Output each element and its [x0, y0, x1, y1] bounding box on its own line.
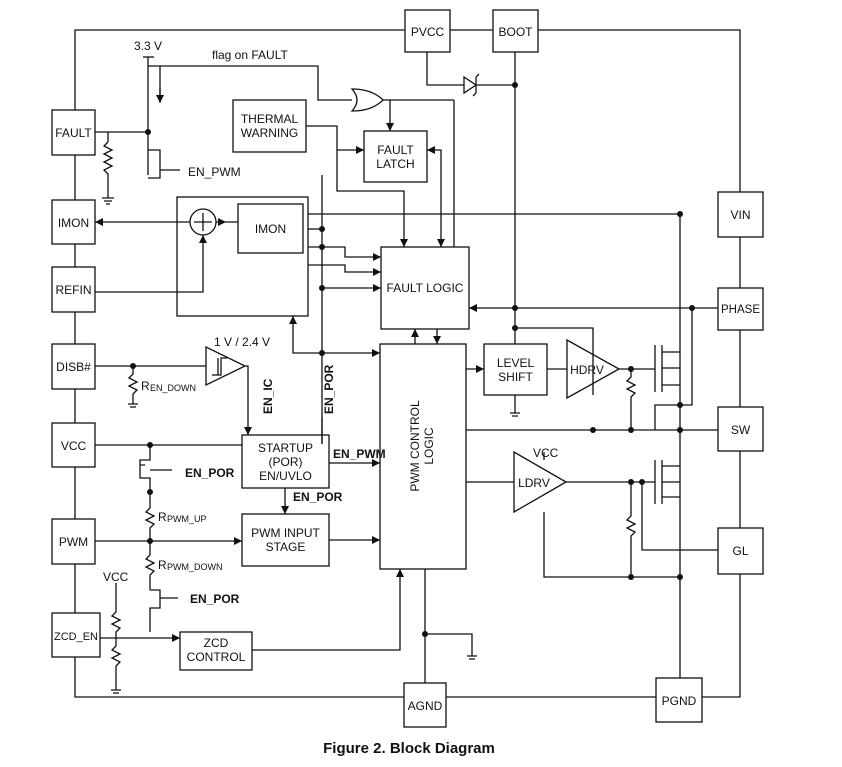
- pin-zcd-en: ZCD_EN: [51, 612, 101, 658]
- svg-text:VIN: VIN: [730, 208, 750, 222]
- imon-amplifier-block: IMON: [237, 203, 304, 254]
- svg-text:EN_POR: EN_POR: [293, 490, 343, 504]
- pin-vcc: VCC: [51, 422, 96, 468]
- pin-imon: IMON: [51, 199, 96, 245]
- svg-text:flag on FAULT: flag on FAULT: [212, 48, 288, 62]
- svg-text:ZCD_EN: ZCD_EN: [54, 631, 98, 643]
- svg-text:ZCD: ZCD: [204, 636, 229, 650]
- svg-text:STARTUP: STARTUP: [258, 441, 313, 455]
- arrowheads: [95, 95, 484, 642]
- thermal-warning-block: THERMAL WARNING: [232, 99, 307, 153]
- svg-text:CONTROL: CONTROL: [187, 650, 246, 664]
- pin-disb: DISB#: [51, 343, 96, 390]
- startup-block: STARTUP (POR) EN/UVLO: [241, 434, 330, 489]
- svg-text:IMON: IMON: [58, 216, 89, 230]
- svg-text:EN_PWM: EN_PWM: [333, 447, 386, 461]
- pin-gl: GL: [717, 527, 764, 575]
- annotation-labels: 3.3 V flag on FAULT EN_PWM 1 V / 2.4 V R…: [103, 39, 559, 606]
- fault-logic-block: FAULT LOGIC: [380, 246, 470, 330]
- svg-text:LDRV: LDRV: [518, 476, 550, 490]
- fault-latch-block: FAULT LATCH: [363, 130, 428, 183]
- svg-text:IMON: IMON: [255, 222, 286, 236]
- svg-text:PWM_DOWN: PWM_DOWN: [167, 562, 223, 572]
- pin-sw: SW: [717, 406, 764, 452]
- pwm-input-stage-block: PWM INPUT STAGE: [241, 513, 330, 567]
- svg-text:PWM: PWM: [59, 535, 88, 549]
- ldrv-driver: LDRV: [513, 450, 568, 514]
- svg-text:EN_IC: EN_IC: [261, 378, 275, 414]
- pin-phase: PHASE: [717, 287, 764, 331]
- svg-text:THERMAL: THERMAL: [241, 112, 299, 126]
- svg-text:FAULT: FAULT: [55, 126, 92, 140]
- svg-text:VCC: VCC: [61, 439, 87, 453]
- svg-text:EN_POR: EN_POR: [185, 466, 235, 480]
- svg-text:1 V / 2.4 V: 1 V / 2.4 V: [214, 335, 270, 349]
- svg-text:VCC: VCC: [103, 570, 129, 584]
- pin-boot: BOOT: [492, 9, 539, 53]
- pin-agnd: AGND: [403, 682, 447, 728]
- svg-text:LEVEL: LEVEL: [497, 356, 535, 370]
- pwm-control-logic-block: PWM CONTROL LOGIC: [379, 343, 467, 570]
- pin-vin: VIN: [717, 191, 764, 238]
- zcd-control-block: ZCD CONTROL: [179, 631, 253, 671]
- svg-text:HDRV: HDRV: [570, 363, 604, 377]
- svg-text:3.3 V: 3.3 V: [134, 39, 162, 53]
- package-outline: [74, 29, 741, 698]
- svg-text:SW: SW: [731, 423, 751, 437]
- svg-text:(POR): (POR): [269, 455, 303, 469]
- svg-text:GL: GL: [732, 544, 748, 558]
- pin-pvcc: PVCC: [404, 9, 451, 53]
- svg-text:PGND: PGND: [662, 694, 697, 708]
- pin-pgnd: PGND: [655, 677, 703, 723]
- figure-caption: Figure 2. Block Diagram: [323, 740, 495, 757]
- junction-dots: [130, 82, 695, 637]
- svg-text:REFIN: REFIN: [56, 283, 92, 297]
- svg-text:WARNING: WARNING: [241, 126, 299, 140]
- svg-text:VCC: VCC: [533, 446, 559, 460]
- svg-text:DISB#: DISB#: [56, 360, 91, 374]
- svg-text:PHASE: PHASE: [721, 304, 760, 316]
- svg-text:AGND: AGND: [408, 699, 443, 713]
- svg-text:EN_POR: EN_POR: [322, 364, 336, 414]
- svg-text:EN_PWM: EN_PWM: [188, 165, 241, 179]
- svg-text:R: R: [141, 379, 150, 393]
- pin-fault: FAULT: [51, 109, 96, 156]
- wiring: [95, 52, 718, 694]
- pin-pwm: PWM: [51, 518, 96, 565]
- svg-text:BOOT: BOOT: [498, 25, 533, 39]
- svg-text:EN_DOWN: EN_DOWN: [150, 383, 196, 393]
- level-shift-block: LEVEL SHIFT: [483, 343, 548, 396]
- svg-text:STAGE: STAGE: [266, 540, 306, 554]
- svg-text:EN_POR: EN_POR: [190, 592, 240, 606]
- summing-junction: [189, 208, 217, 236]
- svg-text:FAULT: FAULT: [377, 143, 414, 157]
- svg-text:PWM INPUT: PWM INPUT: [251, 526, 320, 540]
- pin-refin: REFIN: [51, 266, 96, 313]
- svg-text:FAULT LOGIC: FAULT LOGIC: [387, 281, 464, 295]
- enable-comparator: [205, 345, 247, 387]
- svg-text:R: R: [158, 558, 167, 572]
- svg-text:PWM CONTROL: PWM CONTROL: [408, 400, 422, 492]
- svg-text:PVCC: PVCC: [411, 25, 445, 39]
- svg-text:SHIFT: SHIFT: [498, 370, 533, 384]
- svg-text:LOGIC: LOGIC: [422, 427, 436, 465]
- or-gate: [350, 88, 384, 112]
- svg-text:EN/UVLO: EN/UVLO: [259, 469, 312, 483]
- svg-text:PWM_UP: PWM_UP: [167, 514, 207, 524]
- svg-text:LATCH: LATCH: [376, 157, 414, 171]
- svg-text:R: R: [158, 510, 167, 524]
